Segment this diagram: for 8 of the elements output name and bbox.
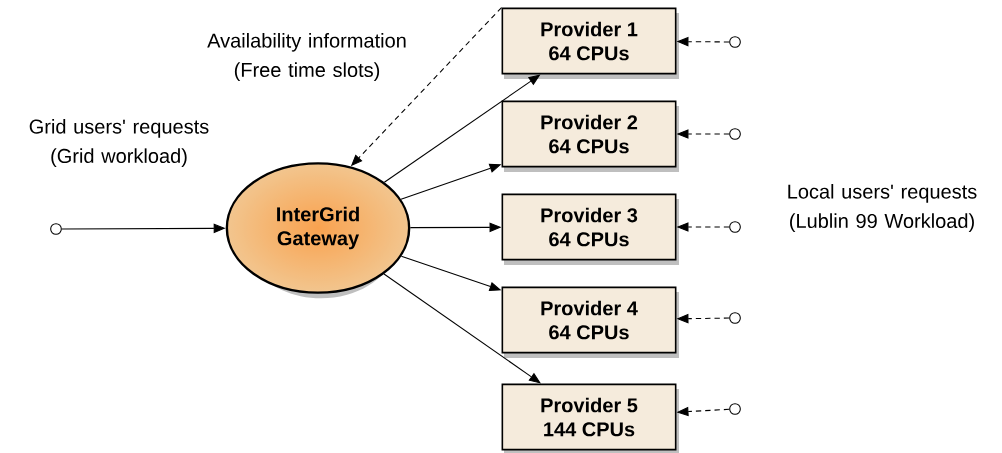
provider-box: Provider 4 64 CPUs <box>501 286 679 358</box>
provider-box: Provider 3 64 CPUs <box>501 193 679 265</box>
provider-box: Provider 1 64 CPUs <box>501 7 679 79</box>
annotation-text: Grid users' requests (Grid workload) <box>29 119 209 167</box>
provider-box: Provider 2 64 CPUs <box>501 100 679 172</box>
annotation-text: Availability information (Free time slots) <box>207 33 406 81</box>
annotation-text: Local users' requests (Lublin 99 Workload) <box>788 184 977 232</box>
provider-box: Provider 5 144 CPUs <box>501 383 679 453</box>
